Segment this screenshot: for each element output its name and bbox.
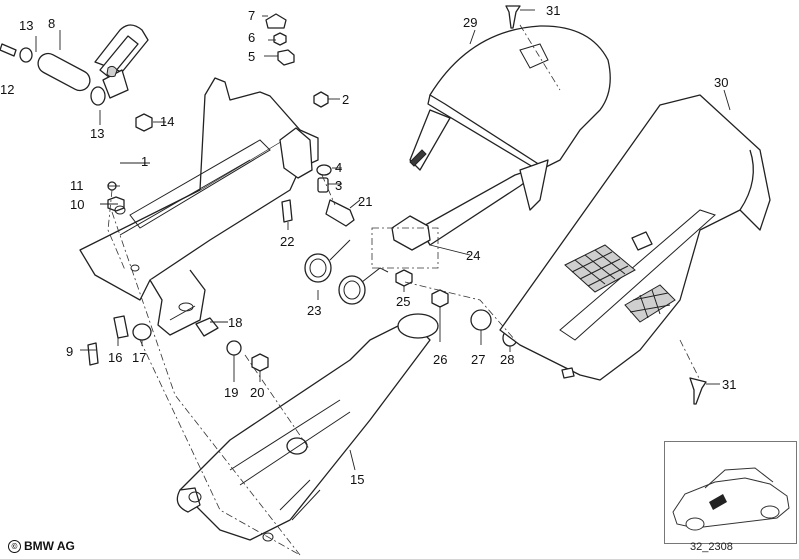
- label-17: 17: [132, 350, 146, 365]
- label-6: 6: [248, 30, 255, 45]
- part-29-upper-shroud: [409, 25, 611, 211]
- vehicle-location-inset: [664, 441, 797, 544]
- part-19-washer: [226, 340, 242, 356]
- part-1-frame: [79, 77, 319, 336]
- part-23-spring: [304, 239, 389, 305]
- label-28: 28: [500, 352, 514, 367]
- part-6-nut: [273, 32, 287, 46]
- assembly-lines: [107, 24, 701, 556]
- part-labels: 13 8 12 13 14 1 11 10 7 6 5 2 4 3 21 22 …: [0, 3, 736, 487]
- part-22-clip: [281, 199, 293, 223]
- label-31-top: 31: [546, 3, 560, 18]
- part-31-screw-top: [505, 5, 521, 29]
- part-4-washer: [316, 164, 332, 176]
- label-30: 30: [714, 75, 728, 90]
- label-16: 16: [108, 350, 122, 365]
- part-17-washer: [132, 323, 152, 341]
- part-5-bushing: [277, 49, 295, 66]
- label-14: 14: [160, 114, 174, 129]
- grille-right: [624, 284, 676, 323]
- label-11: 11: [70, 178, 84, 193]
- label-31-bottom: 31: [722, 377, 736, 392]
- copyright-notice: © BMW AG: [8, 539, 75, 553]
- label-20: 20: [250, 385, 264, 400]
- label-3: 3: [335, 178, 342, 193]
- part-26-nut: [431, 289, 449, 308]
- part-2-nut: [313, 91, 329, 108]
- label-5: 5: [248, 49, 255, 64]
- part-14-nut: [135, 113, 153, 132]
- label-29: 29: [463, 15, 477, 30]
- label-23: 23: [307, 303, 321, 318]
- label-9: 9: [66, 344, 73, 359]
- part-7-clip: [265, 13, 287, 29]
- label-21: 21: [358, 194, 372, 209]
- part-9-bolt: [87, 342, 99, 366]
- label-18: 18: [228, 315, 242, 330]
- label-2: 2: [342, 92, 349, 107]
- label-13-top: 13: [19, 18, 33, 33]
- part-16-bolt: [113, 315, 129, 339]
- label-7: 7: [248, 8, 255, 23]
- grille-left: [564, 244, 636, 293]
- label-8: 8: [48, 16, 55, 31]
- part-31-screw-bottom: [689, 377, 707, 405]
- part-8-bracket: [0, 24, 149, 106]
- label-12: 12: [0, 82, 14, 97]
- label-4: 4: [335, 160, 342, 175]
- diagram-code: 32_2308: [690, 541, 733, 553]
- label-1: 1: [141, 154, 148, 169]
- label-26: 26: [433, 352, 447, 367]
- part-15-column-tube: [176, 313, 439, 542]
- part-27-washer: [470, 309, 492, 331]
- car-outline-icon: [672, 467, 790, 531]
- label-13-bottom: 13: [90, 126, 104, 141]
- leader-lines: [35, 9, 731, 471]
- label-27: 27: [471, 352, 485, 367]
- brand-name: BMW AG: [24, 539, 75, 553]
- copyright-icon: ©: [8, 539, 21, 553]
- part-18-clip: [195, 317, 219, 337]
- label-10: 10: [70, 197, 84, 212]
- label-22: 22: [280, 234, 294, 249]
- label-24: 24: [466, 248, 480, 263]
- part-20-nut: [251, 353, 269, 372]
- label-25: 25: [396, 294, 410, 309]
- label-19: 19: [224, 385, 238, 400]
- part-24-lever: [371, 171, 529, 269]
- part-30-lower-shroud: [499, 94, 771, 381]
- label-15: 15: [350, 472, 364, 487]
- part-21-pin: [325, 199, 355, 227]
- part-25-bushing: [395, 269, 413, 287]
